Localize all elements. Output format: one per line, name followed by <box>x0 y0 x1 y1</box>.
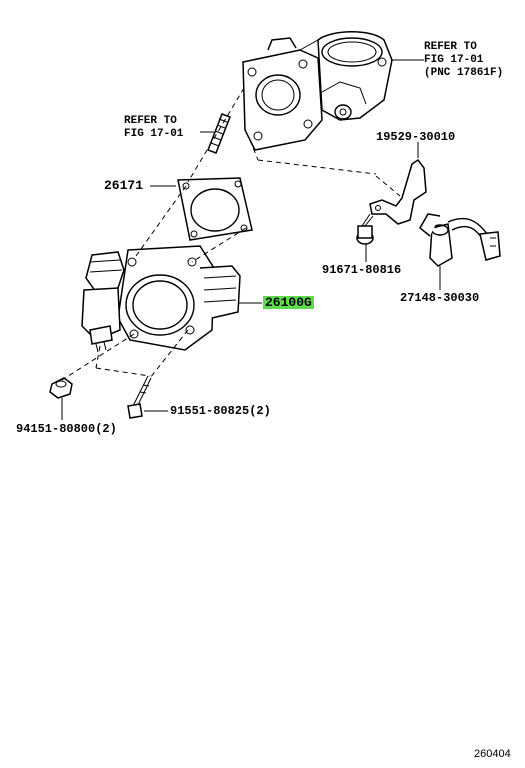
part-label-27148-30030[interactable]: 27148-30030 <box>400 291 480 305</box>
part-label-91551-80825[interactable]: 91551-80825(2) <box>170 404 271 418</box>
leader-lines <box>61 59 441 420</box>
throttle-body-drawing <box>81 245 241 353</box>
part-label-94151-80800[interactable]: 94151-80800(2) <box>16 422 117 436</box>
diagram-id: 260404 <box>474 748 511 760</box>
bolt-91671-drawing <box>356 213 374 245</box>
alignment-lines <box>61 87 401 381</box>
part-label-91671-80816[interactable]: 91671-80816 <box>322 263 402 277</box>
stud-bolt-drawing <box>207 113 231 154</box>
part-label-26171[interactable]: 26171 <box>104 178 144 193</box>
part-label-26100g[interactable]: 26100G <box>263 295 314 310</box>
refer-fig-top-line3: (PNC 17861F) <box>424 67 504 79</box>
refer-fig-left-line2: FIG 17-01 <box>124 128 184 140</box>
bolt-91551-drawing <box>127 375 152 419</box>
nut-drawing <box>49 377 73 399</box>
refer-fig-left-line1: REFER TO <box>124 115 177 127</box>
refer-fig-top-line1: REFER TO <box>424 41 477 53</box>
sensor-drawing <box>419 213 501 267</box>
part-label-19529-30010[interactable]: 19529-30010 <box>376 130 456 144</box>
refer-fig-top-line2: FIG 17-01 <box>424 54 484 66</box>
bracket-drawing <box>369 158 427 225</box>
intake-chamber-drawing <box>242 31 393 151</box>
gasket-drawing <box>177 177 253 241</box>
